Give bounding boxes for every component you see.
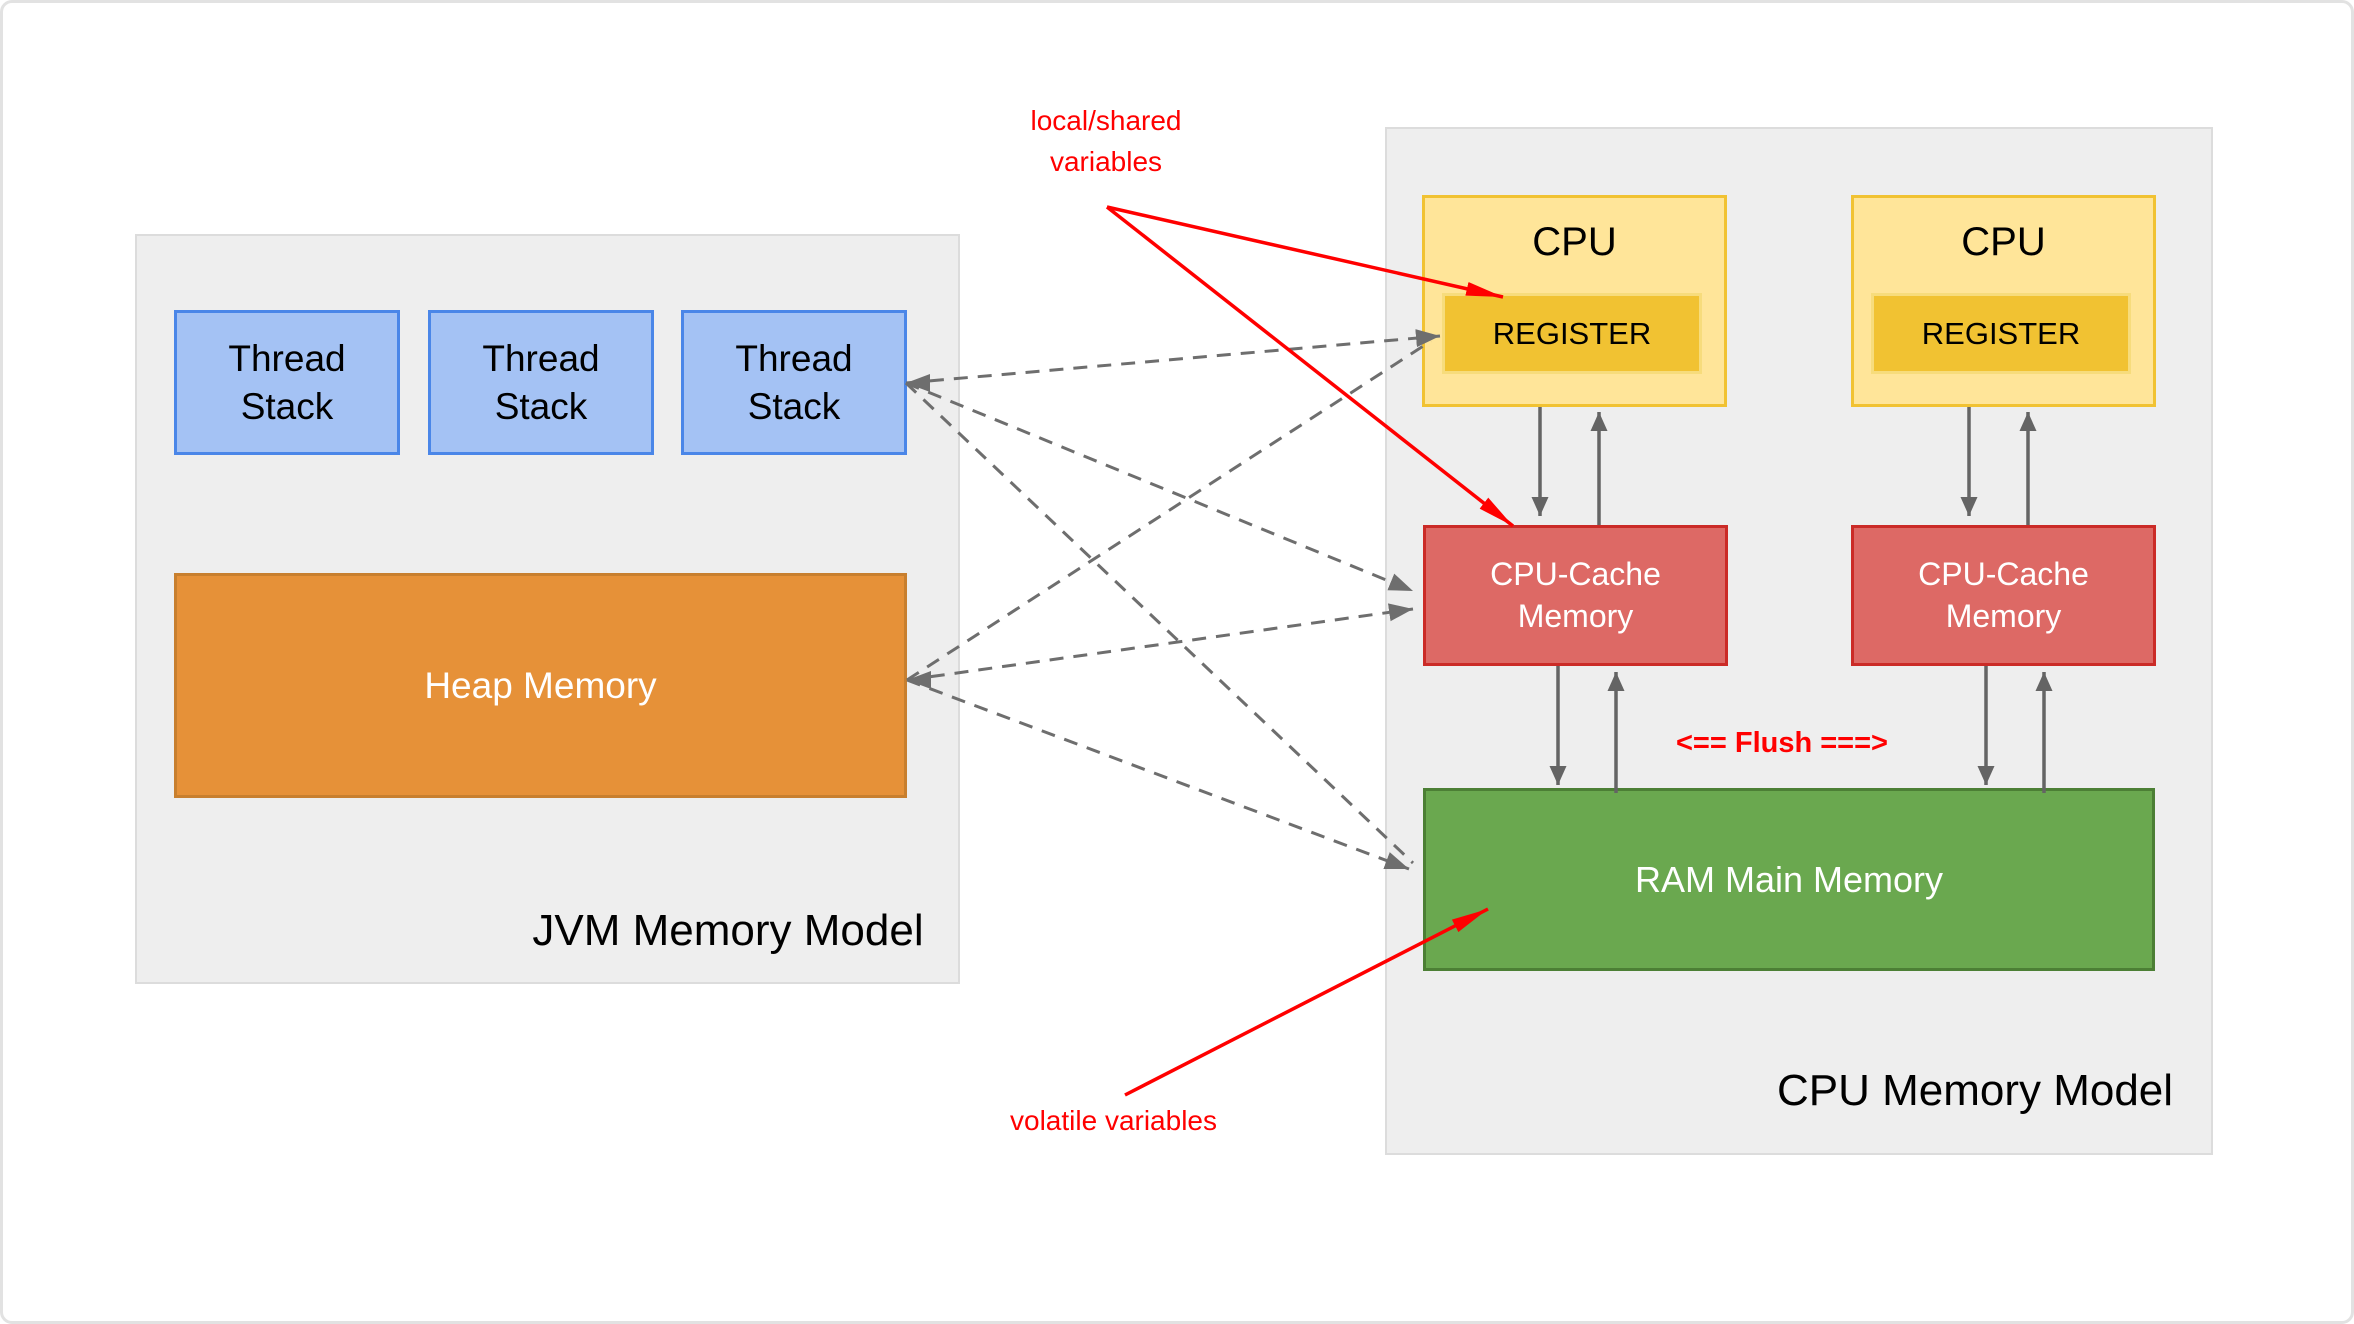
cpu-cache-memory-box-1: CPU-Cache Memory: [1423, 525, 1728, 666]
dashed-arrow-threadstack-ram: [904, 381, 1415, 865]
thread-stack-box-2: Thread Stack: [428, 310, 654, 455]
dashed-arrow-heap-cache: [906, 603, 1414, 682]
cpu-label-1: CPU: [1532, 220, 1617, 264]
volatile-variables-annotation: volatile variables: [1010, 1105, 1217, 1136]
jvm-memory-model-title: JVM Memory Model: [532, 906, 924, 955]
cpu-memory-model-title: CPU Memory Model: [1776, 1066, 2174, 1115]
flush-annotation: <== Flush ===>: [1676, 727, 1888, 759]
cpu-label-2: CPU: [1961, 220, 2046, 264]
ram-main-memory-box: RAM Main Memory: [1423, 788, 2155, 971]
cpu-box-1: CPU REGISTER: [1422, 195, 1727, 407]
dashed-arrow-heap-register: [906, 339, 1432, 682]
heap-memory-box: Heap Memory: [174, 573, 907, 798]
cpu-box-2: CPU REGISTER: [1851, 195, 2156, 407]
dashed-arrow-threadstack-register: [905, 329, 1441, 385]
cpu-cache-memory-box-2: CPU-Cache Memory: [1851, 525, 2156, 666]
thread-stack-box-3: Thread Stack: [681, 310, 907, 455]
dashed-arrow-heap-ram: [906, 678, 1410, 871]
local-shared-variables-annotation: local/shared variables: [1030, 105, 1182, 177]
dashed-arrow-threadstack-cache: [905, 381, 1414, 593]
register-box-2: REGISTER: [1871, 293, 2131, 374]
register-box-1: REGISTER: [1442, 293, 1702, 374]
thread-stack-box-1: Thread Stack: [174, 310, 400, 455]
